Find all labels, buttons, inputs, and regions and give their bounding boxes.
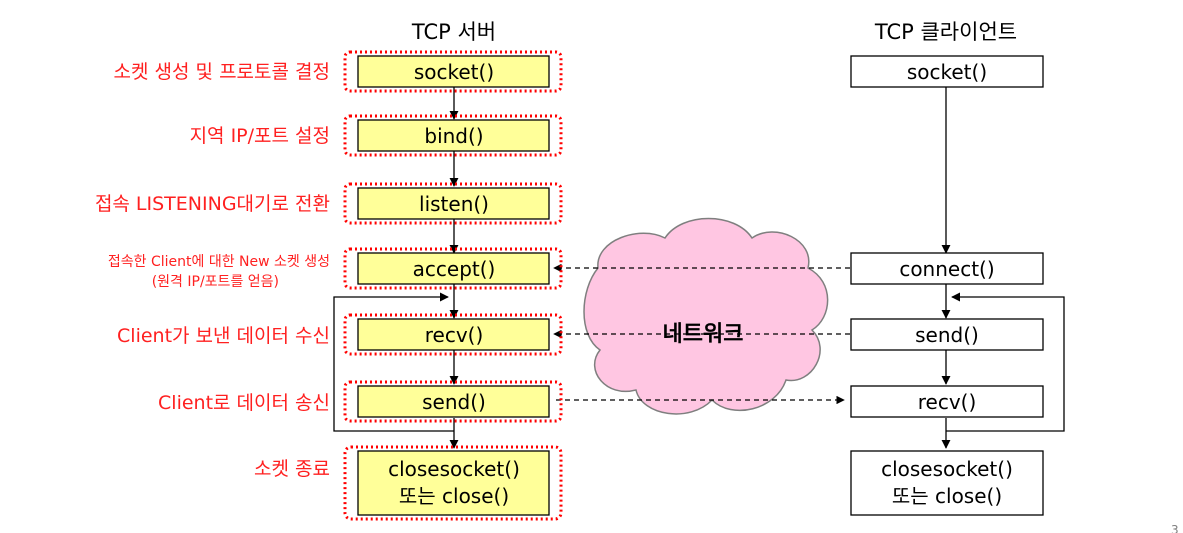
function-box	[357, 385, 550, 418]
page-number: 3	[1171, 523, 1179, 533]
function-label: connect()	[899, 257, 994, 281]
function-box	[850, 385, 1044, 418]
server-step-socket: socket()	[343, 50, 563, 93]
step-label: 지역 IP/포트 설정	[190, 125, 330, 147]
step-label-line1: 접속한 Client에 대한 New 소켓 생성	[108, 254, 330, 270]
client-column: socket() connect() send() recv() closeso…	[850, 55, 1044, 516]
function-box	[850, 55, 1044, 88]
server-step-listen: listen()	[343, 182, 563, 225]
step-label: 소켓 생성 및 프로토콜 결정	[114, 61, 330, 83]
server-column: socket() bind() listen() accept() recv()…	[343, 50, 563, 521]
client-step-connect: connect()	[850, 252, 1044, 285]
client-title: TCP 클라이언트	[874, 20, 1017, 44]
function-label: bind()	[424, 124, 483, 148]
function-label: socket()	[414, 60, 494, 84]
function-box	[850, 252, 1044, 285]
function-label-line2: 또는 close()	[892, 484, 1002, 508]
client-loop-line	[946, 292, 1065, 432]
function-label: accept()	[413, 257, 496, 281]
function-label: send()	[422, 390, 486, 414]
function-box	[357, 318, 550, 351]
network-cloud-shape	[583, 217, 829, 415]
server-step-send: send()	[343, 380, 563, 423]
client-step-socket: socket()	[850, 55, 1044, 88]
function-box	[357, 450, 550, 516]
step-label: Client가 보낸 데이터 수신	[117, 325, 330, 347]
server-labels: 소켓 생성 및 프로토콜 결정 지역 IP/포트 설정 접속 LISTENING…	[95, 61, 330, 480]
server-step-recv: recv()	[343, 313, 563, 356]
server-step-bind: bind()	[343, 114, 563, 157]
function-box	[357, 55, 550, 88]
step-label: 접속 LISTENING대기로 전환	[95, 193, 330, 215]
function-label: recv()	[425, 323, 484, 347]
highlight-outline	[343, 445, 563, 521]
step-label-line2: (원격 IP/포트를 얻음)	[152, 274, 279, 290]
server-step-close: closesocket() 또는 close()	[343, 445, 563, 521]
function-box	[850, 450, 1044, 516]
step-label: 소켓 종료	[254, 458, 330, 480]
function-label: socket()	[907, 60, 987, 84]
function-label-line2: 또는 close()	[399, 484, 509, 508]
function-box	[357, 187, 550, 220]
function-box	[357, 252, 550, 285]
function-label: listen()	[419, 192, 489, 216]
client-step-recv: recv()	[850, 385, 1044, 418]
client-step-close: closesocket() 또는 close()	[850, 450, 1044, 516]
server-title: TCP 서버	[411, 20, 496, 44]
network-cloud: 네트워크	[583, 217, 829, 415]
network-arrows	[553, 263, 850, 405]
function-label: recv()	[918, 390, 977, 414]
server-loop-line	[333, 292, 454, 432]
function-label: send()	[915, 323, 979, 347]
client-step-send: send()	[850, 318, 1044, 351]
function-box	[357, 119, 550, 152]
function-label-line1: closesocket()	[881, 457, 1013, 481]
function-label-line1: closesocket()	[388, 457, 520, 481]
function-box	[850, 318, 1044, 351]
step-label: Client로 데이터 송신	[158, 392, 330, 414]
server-step-accept: accept()	[343, 247, 563, 290]
